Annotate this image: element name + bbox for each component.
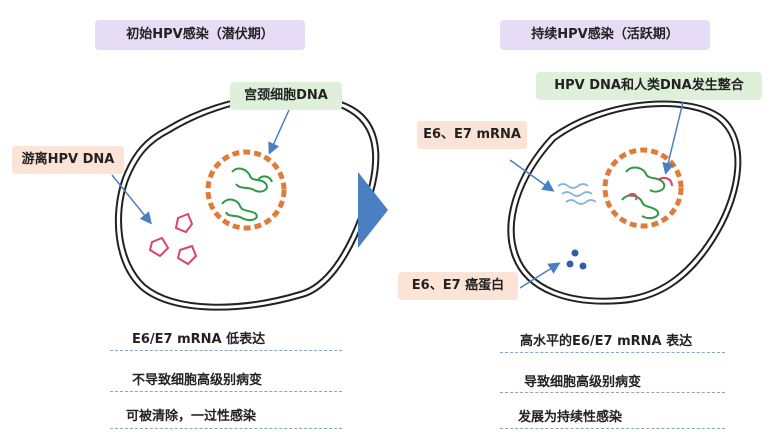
arrow-to-host-dna	[268, 109, 290, 155]
oncoprotein-dots-icon	[566, 249, 587, 270]
right-title: 持续HPV感染（活跃期）	[500, 20, 710, 50]
left-title: 初始HPV感染（潜伏期）	[95, 20, 305, 50]
right-cell	[507, 100, 742, 305]
left-nucleus	[205, 149, 287, 231]
label-host-dna: 宫颈细胞DNA	[230, 82, 342, 110]
left-note-2: 不导致细胞高级别病变	[132, 373, 263, 388]
label-e6-e7-mrna: E6、E7 mRNA	[417, 121, 527, 149]
divider	[500, 428, 725, 429]
integrated-dna-icon	[621, 166, 673, 220]
arrow-to-oncoprotein	[519, 262, 561, 289]
right-note-3: 发展为持续性感染	[518, 410, 623, 425]
divider	[110, 391, 342, 392]
right-note-2: 导致细胞高级别病变	[524, 375, 642, 390]
left-note-3: 可被清除，一过性感染	[126, 409, 257, 424]
left-note-1: E6/E7 mRNA 低表达	[132, 332, 266, 347]
right-note-1: 高水平的E6/E7 mRNA 表达	[520, 334, 693, 349]
arrow-to-integration	[662, 101, 684, 175]
arrow-to-mrna	[509, 159, 555, 192]
left-cell	[114, 92, 380, 311]
label-dna-integration: HPV DNA和人类DNA发生整合	[536, 72, 762, 100]
mrna-wave-icon	[557, 183, 597, 205]
host-dna-icon	[221, 167, 273, 222]
divider	[500, 352, 725, 353]
divider	[500, 392, 725, 393]
right-nucleus	[602, 147, 684, 229]
label-e6-e7-oncoprotein: E6、E7 癌蛋白	[398, 272, 518, 300]
arrow-to-free-dna	[111, 174, 152, 225]
label-free-hpv-dna: 游离HPV DNA	[12, 146, 124, 174]
free-hpv-dna-icon	[148, 212, 198, 266]
divider	[110, 350, 342, 351]
divider	[110, 428, 342, 429]
transition-arrow-icon	[358, 172, 388, 248]
